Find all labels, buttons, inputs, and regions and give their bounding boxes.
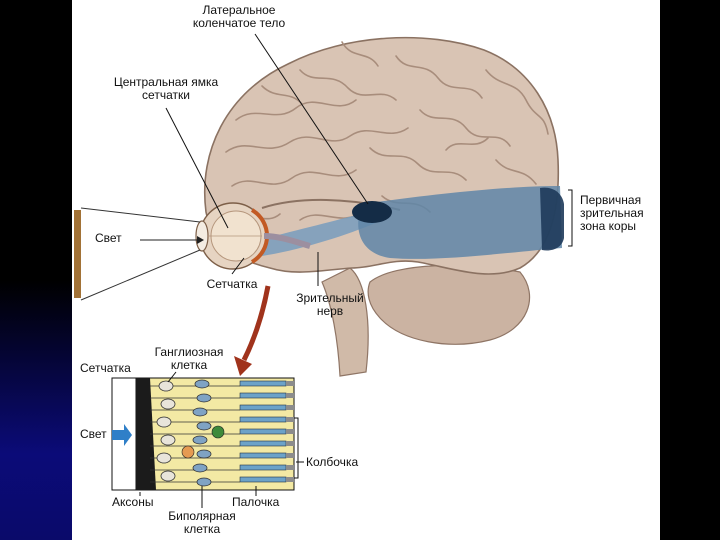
retina-label-eye: Сетчатка (206, 277, 258, 291)
bipolar-label-line2: клетка (183, 522, 221, 536)
ganglion-cell-label: Ганглиозная клетка (136, 346, 242, 372)
light-arrow-detail (112, 424, 132, 446)
optic-radiation (358, 186, 562, 259)
retina-rows (150, 379, 294, 487)
right-dark-border (660, 0, 720, 540)
orange-cell (181, 445, 195, 459)
axon-band (136, 378, 156, 490)
fovea-label-line1: Центральная ямка (113, 75, 219, 89)
fovea-label: Центральная ямка сетчатки (86, 76, 246, 102)
cornea (195, 220, 209, 252)
retina-detail (111, 371, 304, 508)
rod-label: Палочка (232, 495, 280, 509)
lgn-label-line2: коленчатое тело (192, 16, 286, 30)
optic-nerve-label-line2: нерв (316, 304, 344, 318)
bipolar-label-line1: Биполярная (168, 509, 236, 523)
eye-illustration (195, 202, 311, 270)
green-cell (211, 425, 225, 439)
brainstem (321, 267, 369, 377)
light-label-detail: Свет (80, 427, 107, 441)
photoreceptor-tips (286, 381, 294, 482)
light-label-top: Свет (95, 231, 122, 245)
visual-pathway (258, 186, 564, 259)
optic-nerve-label: Зрительный нерв (280, 292, 380, 318)
cone-bracket (294, 417, 299, 479)
fovea-label-line2: сетчатки (142, 88, 190, 102)
cortex-label-line1: Первичная (580, 193, 642, 207)
cerebellum (367, 264, 531, 345)
detail-leader-lines (139, 371, 304, 508)
axons-label: Аксоны (112, 495, 154, 509)
lgn-label: Латеральное коленчатое тело (174, 4, 304, 30)
lgn-label-line1: Латеральное (202, 3, 276, 17)
photoreceptors (239, 380, 287, 483)
zoom-arrow (241, 285, 271, 362)
bipolar-cell-label: Биполярная клетка (150, 510, 254, 536)
bipolar-cells (192, 379, 212, 487)
light-source (74, 207, 204, 301)
retina-label-detail: Сетчатка (80, 361, 131, 375)
ganglion-label-line1: Ганглиозная (154, 345, 224, 359)
primary-visual-cortex-label: Первичная зрительная зона коры (580, 194, 644, 233)
light-object-bar (74, 210, 81, 298)
zoom-arrowhead (234, 356, 252, 376)
optic-tract (258, 214, 378, 256)
cortex-label-line3: зона коры (580, 219, 637, 233)
cone-label: Колбочка (306, 455, 359, 469)
ganglion-cells (156, 380, 176, 482)
left-dark-border (0, 0, 72, 540)
leader-lines (165, 33, 573, 286)
optic-nerve-label-line1: Зрительный (296, 291, 364, 305)
cortex-label-line2: зрительная (580, 206, 644, 220)
ganglion-label-line2: клетка (170, 358, 208, 372)
lateral-geniculate-nucleus (352, 201, 392, 223)
optic-nerve (263, 233, 311, 249)
primary-visual-cortex (540, 187, 564, 251)
